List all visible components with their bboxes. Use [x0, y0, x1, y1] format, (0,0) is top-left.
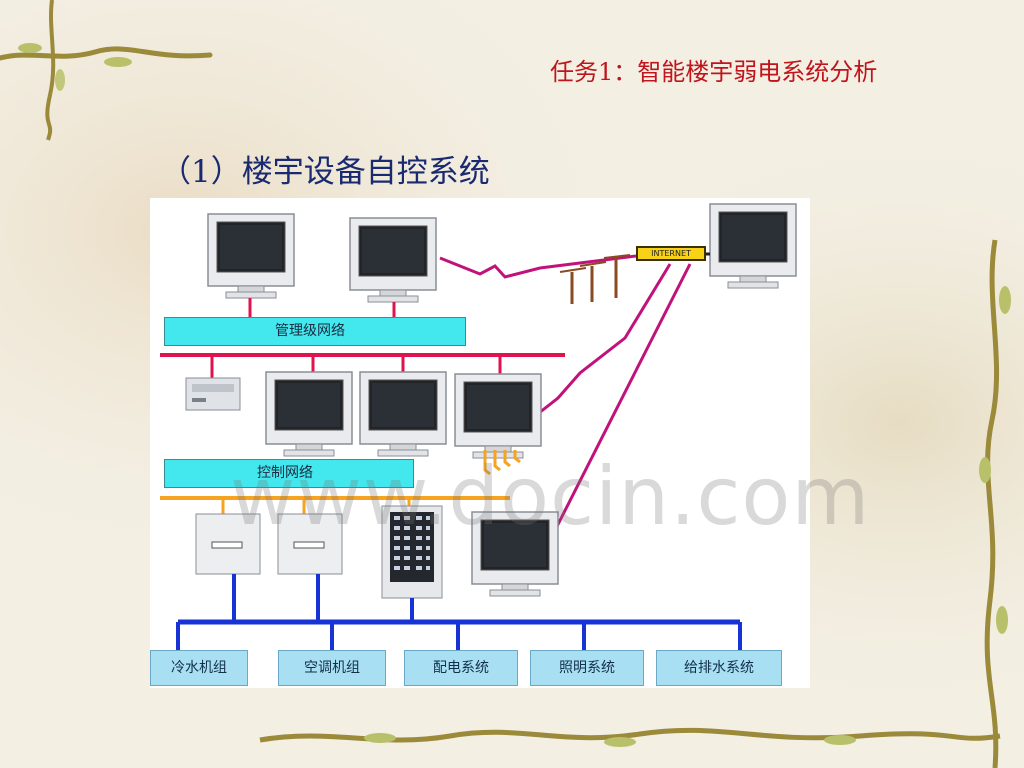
- control-network-bar: 控制网络: [164, 459, 414, 488]
- building-automation-diagram: 管理级网络 控制网络 INTERNET 冷水机组 空调机组 配电系统 照明系统 …: [150, 198, 810, 688]
- slide-title: 任务1：智能楼宇弱电系统分析: [550, 58, 878, 86]
- operator-station-monitor: [359, 371, 447, 457]
- watermark: www.docin.com: [230, 450, 871, 543]
- subsystem-air-handling: 空调机组: [278, 650, 386, 686]
- printer-device: [185, 377, 241, 411]
- control-link: [493, 450, 501, 472]
- subsystem-chiller: 冷水机组: [150, 650, 248, 686]
- control-link: [503, 450, 511, 468]
- control-cabinet: [381, 505, 443, 599]
- management-server-monitor: [349, 217, 437, 303]
- section-heading: （1）楼宇设备自控系统: [160, 154, 490, 190]
- internet-link: [529, 263, 672, 422]
- internet-label: INTERNET: [636, 246, 706, 261]
- ddc-controller: [277, 513, 343, 575]
- ddc-controller: [195, 513, 261, 575]
- gateway-station-monitor: [454, 373, 542, 459]
- management-workstation-monitor: [207, 213, 295, 299]
- diagram-canvas: [160, 203, 797, 650]
- subsystem-lighting: 照明系统: [530, 650, 644, 686]
- subsystem-power-distribution: 配电系统: [404, 650, 518, 686]
- internet-link: [439, 254, 637, 279]
- control-link: [483, 450, 491, 476]
- management-network-bar: 管理级网络: [164, 317, 466, 346]
- internet-link: [543, 263, 692, 551]
- operator-station-monitor: [265, 371, 353, 457]
- remote-monitor: [709, 203, 797, 289]
- control-link: [513, 450, 521, 464]
- subsystem-water-supply-drainage: 给排水系统: [656, 650, 782, 686]
